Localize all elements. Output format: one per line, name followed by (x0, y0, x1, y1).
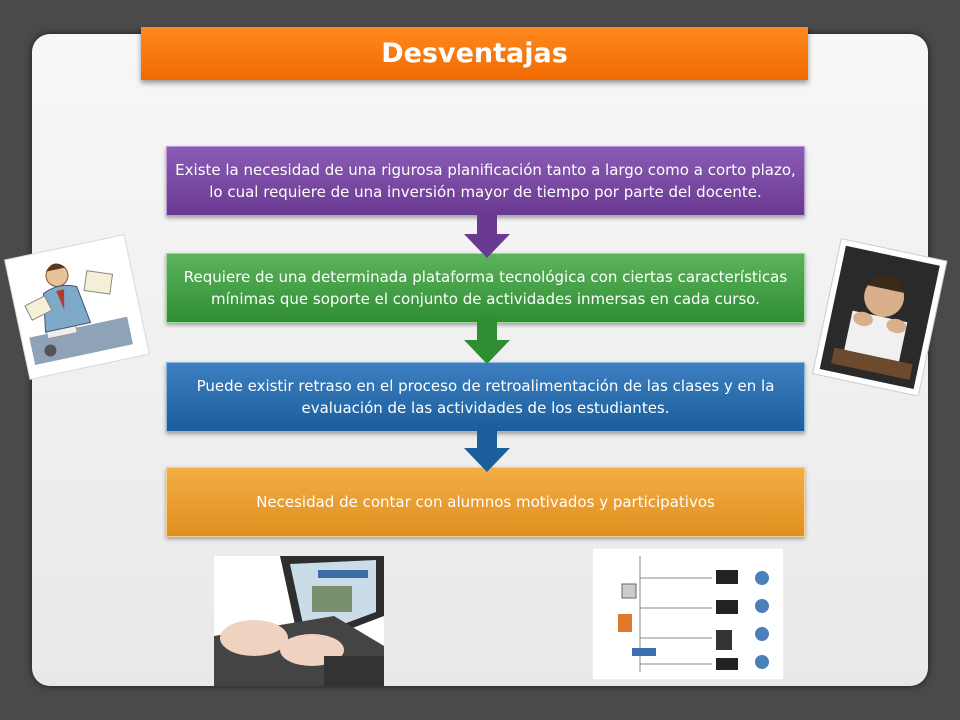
network-diagram-image (592, 548, 784, 680)
disadvantage-box-planning: Existe la necesidad de una rigurosa plan… (166, 146, 805, 216)
disadvantage-text: Necesidad de contar con alumnos motivado… (256, 493, 715, 511)
disadvantage-box-feedback: Puede existir retraso en el proceso de r… (166, 362, 805, 432)
slide-title: Desventajas (141, 27, 808, 80)
down-arrow-icon (464, 210, 510, 258)
disadvantage-text: Existe la necesidad de una rigurosa plan… (175, 161, 796, 201)
disadvantage-box-motivation: Necesidad de contar con alumnos motivado… (166, 467, 805, 537)
down-arrow-icon (464, 424, 510, 472)
disadvantage-text: Puede existir retraso en el proceso de r… (196, 377, 775, 417)
disadvantage-text: Requiere de una determinada plataforma t… (183, 268, 788, 308)
down-arrow-icon (464, 316, 510, 364)
stressed-office-worker-clipart (4, 234, 150, 380)
disadvantage-box-platform: Requiere de una determinada plataforma t… (166, 253, 805, 323)
tired-child-photo (811, 238, 948, 396)
laptop-typing-photo (214, 556, 384, 686)
